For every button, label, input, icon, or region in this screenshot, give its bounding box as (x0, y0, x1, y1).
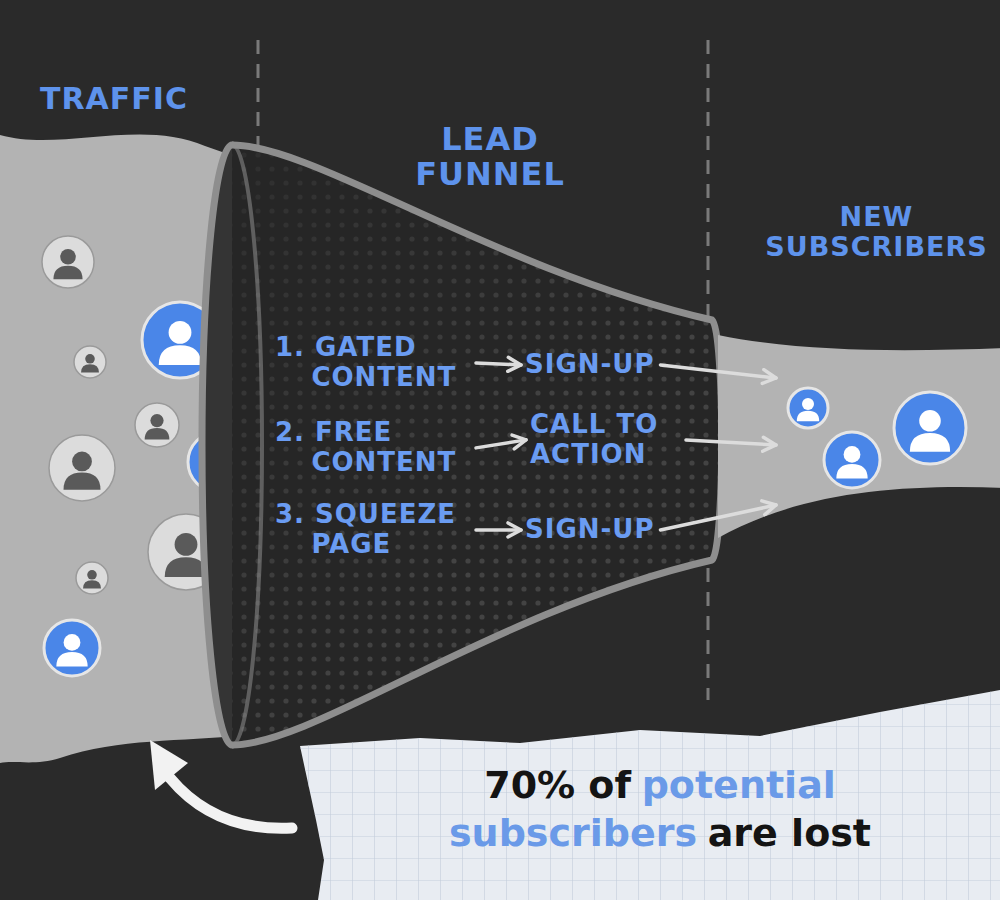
icon-head (72, 452, 92, 472)
note-words: are lost (708, 810, 871, 858)
funnel-dots (232, 145, 722, 745)
step-text: SIGN-UP (525, 350, 654, 380)
flow-arrow (476, 363, 521, 365)
note-words: 70% of (484, 762, 631, 810)
icon-body (797, 411, 819, 421)
funnel-body (232, 145, 722, 745)
icon-head (844, 446, 861, 463)
icon-body (159, 345, 202, 365)
person-icon (42, 236, 94, 288)
icon-disc (824, 432, 880, 488)
funnel-step: SIGN-UP (525, 350, 654, 380)
heading-holder: LEAD FUNNEL (390, 122, 590, 192)
flow-arrow (476, 528, 521, 532)
person-icon (135, 403, 179, 447)
icon-head (175, 533, 198, 556)
icon-body (53, 266, 82, 280)
note-line: subscribersare lost (330, 810, 990, 858)
note-words: subscribers (449, 810, 697, 858)
note-line: 70% ofpotential (330, 762, 990, 810)
icon-body (836, 464, 867, 479)
column-heading: LEAD FUNNEL (390, 122, 590, 192)
step-text: CALL TO ACTION (530, 410, 680, 470)
icon-body (910, 433, 950, 452)
icon-body (81, 364, 99, 372)
icon-body (56, 652, 87, 667)
icon-head (85, 354, 95, 364)
pointer-arrowhead (150, 740, 188, 790)
step-text: SIGN-UP (525, 515, 654, 545)
icon-head (802, 398, 814, 410)
flow-arrow (660, 365, 776, 378)
subscriber-stream (718, 335, 1000, 538)
funnel-outline (232, 145, 722, 745)
funnel-step: 1. GATED CONTENT (275, 333, 470, 393)
funnel-step: 2. FREE CONTENT (275, 418, 470, 478)
step-text: 2. FREE CONTENT (275, 418, 470, 478)
region-shape: LEAD FUNNEL 1. GATED CONTENT SIGN-UP 2. FRE… (195, 120, 725, 760)
column-heading: TRAFFIC (40, 82, 240, 115)
icon-body (145, 428, 170, 439)
note-words: potential (642, 762, 836, 810)
flow-arrow (686, 440, 776, 445)
icon-disc (42, 236, 94, 288)
icon-disc (49, 435, 115, 501)
funnel-step: CALL TO ACTION (530, 410, 680, 470)
icon-disc (74, 346, 106, 378)
icon-head (60, 249, 76, 265)
icon-head (919, 410, 941, 432)
funnel-rim (232, 145, 262, 745)
note-text: 70% ofpotentialsubscribersare lost (330, 762, 990, 857)
icon-disc (894, 392, 966, 464)
icon-head (87, 570, 97, 580)
icon-head (150, 414, 163, 427)
step-text: 3. SQUEEZE PAGE (275, 500, 470, 560)
region-shape: NEW SUBSCRIBERS (780, 200, 995, 520)
icon-disc (135, 403, 179, 447)
step-text: 1. GATED CONTENT (275, 333, 470, 393)
flow-arrow (476, 440, 526, 448)
paper-grid (300, 690, 1000, 900)
pointer-arrow (170, 778, 292, 828)
flow-arrow (660, 505, 776, 530)
person-icon (74, 346, 106, 378)
person-icon (788, 388, 828, 428)
icon-disc (44, 620, 100, 676)
icon-head (64, 634, 81, 651)
person-icon (894, 392, 966, 464)
paper-note (300, 690, 1000, 900)
icon-disc (788, 388, 828, 428)
person-icon (49, 435, 115, 501)
funnel-step: 3. SQUEEZE PAGE (275, 500, 470, 560)
icon-disc (76, 562, 108, 594)
icon-body (64, 473, 101, 490)
icon-head (169, 321, 192, 344)
person-icon (76, 562, 108, 594)
person-icon (824, 432, 880, 488)
funnel-step: SIGN-UP (525, 515, 654, 545)
person-icon (44, 620, 100, 676)
column-heading: NEW SUBSCRIBERS (758, 202, 995, 261)
heading-holder: TRAFFIC (40, 82, 240, 115)
icon-body (83, 580, 101, 588)
heading-holder: NEW SUBSCRIBERS (758, 202, 995, 261)
